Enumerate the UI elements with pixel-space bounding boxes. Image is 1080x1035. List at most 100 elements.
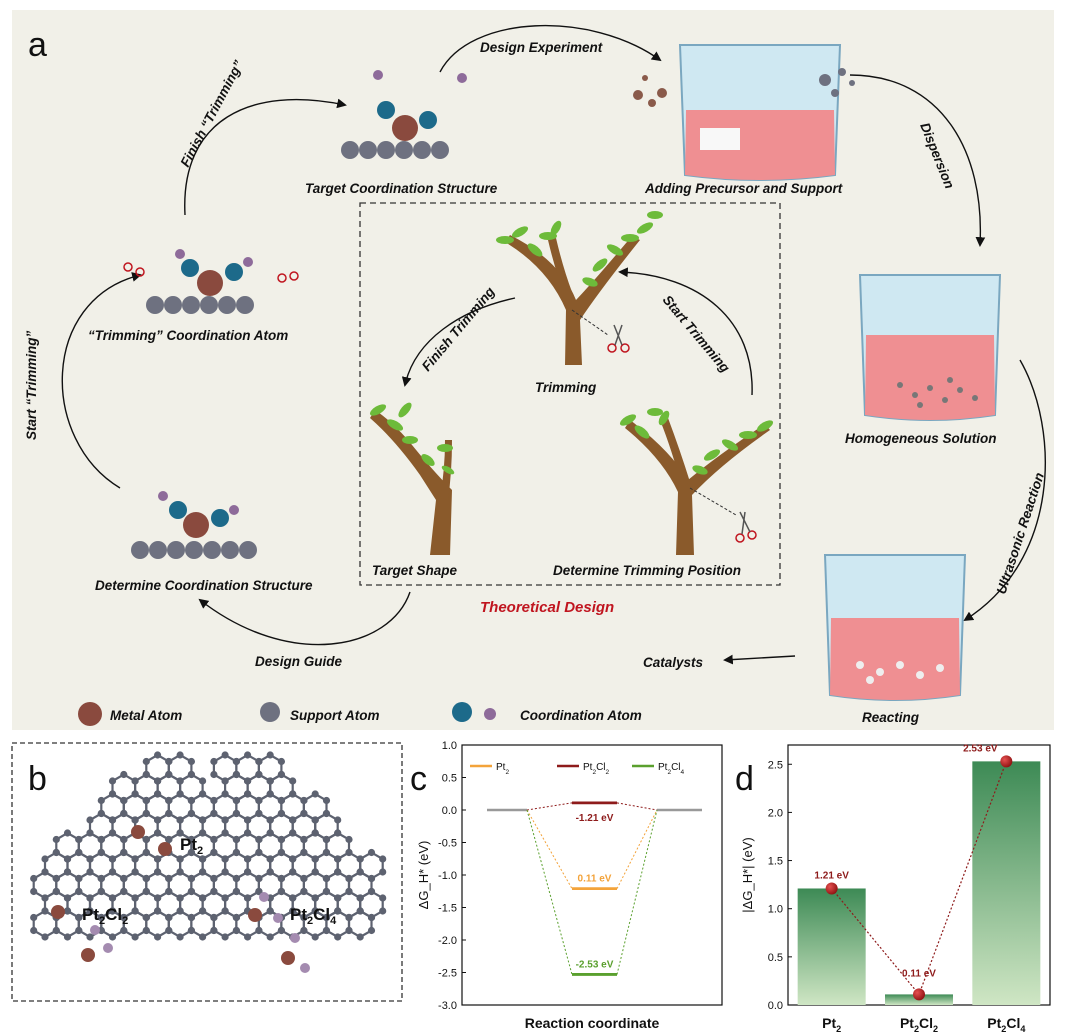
- c-atom: [221, 751, 229, 759]
- label-adding-precursor: Adding Precursor and Support: [644, 181, 843, 196]
- c-atom: [289, 907, 297, 915]
- c-atom: [311, 894, 319, 902]
- c-atom: [86, 933, 94, 941]
- label-pt2: Pt2: [180, 835, 203, 857]
- c-atom: [266, 777, 274, 785]
- c-atom: [322, 835, 330, 844]
- c-atom: [154, 868, 162, 876]
- c-atom: [97, 887, 105, 896]
- c-atom: [232, 770, 240, 779]
- c-atom: [289, 816, 297, 824]
- c-atom: [154, 855, 162, 863]
- leaves: [496, 211, 663, 287]
- c-atom: [210, 796, 218, 805]
- c-atom: [345, 913, 353, 922]
- c-atom: [142, 809, 150, 818]
- c-atom: [75, 874, 83, 883]
- c-atom: [356, 933, 364, 941]
- c-atom: [221, 829, 229, 837]
- legend-metal-atom-icon: [78, 702, 102, 726]
- c-atom: [86, 829, 94, 837]
- c-atom: [289, 829, 297, 837]
- c-atom: [142, 887, 150, 896]
- c-atom: [63, 829, 72, 837]
- c-atom: [187, 848, 195, 857]
- c-atom: [255, 848, 263, 857]
- c-atom: [244, 816, 252, 824]
- c-atom: [300, 874, 308, 883]
- c-atom: [356, 894, 364, 902]
- c-atom: [345, 887, 353, 896]
- c-atom: [165, 770, 173, 779]
- c-atom: [266, 868, 274, 876]
- c-atom: [255, 796, 263, 805]
- c-atom: [322, 874, 330, 883]
- panel-a-letter: a: [28, 26, 47, 64]
- c-atom: [289, 894, 297, 902]
- atom-cluster-icon: [131, 491, 257, 559]
- c-atom: [300, 835, 308, 844]
- pt-atom: [131, 825, 145, 839]
- c-atom: [210, 913, 218, 922]
- c-atom: [232, 835, 240, 844]
- c-atom: [255, 757, 263, 766]
- c-atom: [131, 855, 139, 863]
- beaker-icon: [823, 554, 967, 701]
- c-atom: [367, 926, 376, 935]
- ytick-label-c: 0.5: [442, 773, 457, 785]
- c-atom: [266, 816, 274, 824]
- c-atom: [277, 848, 285, 857]
- c-atom: [108, 868, 117, 876]
- c-atom: [379, 907, 387, 915]
- c-atom: [165, 913, 173, 922]
- c-atom: [300, 887, 308, 896]
- c-atom: [41, 855, 49, 863]
- c-atom: [120, 874, 128, 883]
- c-atom: [165, 809, 173, 818]
- c-atom: [334, 933, 342, 941]
- ytick-label-c: 1.0: [442, 740, 457, 752]
- c-atom: [199, 868, 207, 876]
- xtick-label-Pt2Cl2: Pt2Cl2: [900, 1015, 938, 1034]
- c-atom: [142, 770, 150, 779]
- c-atom: [154, 751, 162, 759]
- arrow-finish-trimming: [184, 98, 347, 216]
- c-atom: [210, 848, 218, 857]
- c-atom: [30, 874, 38, 883]
- c-atom: [165, 835, 173, 844]
- c-atom: [154, 829, 162, 837]
- pt-atom: [248, 908, 262, 922]
- arrow-start-trimming-inner: [618, 267, 753, 396]
- c-atom: [165, 887, 173, 896]
- c-atom: [41, 933, 49, 941]
- c-atom: [289, 790, 297, 798]
- c-atom: [176, 907, 184, 915]
- c-atom: [244, 777, 252, 785]
- c-atom: [334, 855, 342, 863]
- c-atom: [41, 894, 49, 902]
- c-atom: [97, 874, 105, 883]
- c-atom: [311, 907, 319, 915]
- c-atom: [120, 926, 128, 935]
- c-atom: [63, 868, 72, 876]
- c-atom: [154, 777, 162, 785]
- c-atom: [322, 913, 330, 922]
- c-atom: [199, 790, 207, 798]
- c-atom: [176, 933, 184, 941]
- ytick-label-c: -2.5: [438, 968, 457, 980]
- c-atom: [75, 926, 83, 935]
- c-atom: [367, 887, 376, 896]
- c-atom: [345, 874, 353, 883]
- data-label-Pt2Cl4: 2.53 eV: [963, 743, 998, 754]
- bar-Pt2: [797, 888, 866, 1005]
- c-atom: [52, 887, 60, 896]
- scissors-icon: [735, 511, 757, 543]
- theoretical-design-box: [359, 202, 781, 586]
- c-atom: [277, 757, 285, 766]
- c-atom: [255, 835, 263, 844]
- c-atom: [232, 809, 240, 818]
- c-atom: [244, 868, 252, 876]
- c-atom: [311, 816, 319, 824]
- c-atom: [142, 913, 150, 922]
